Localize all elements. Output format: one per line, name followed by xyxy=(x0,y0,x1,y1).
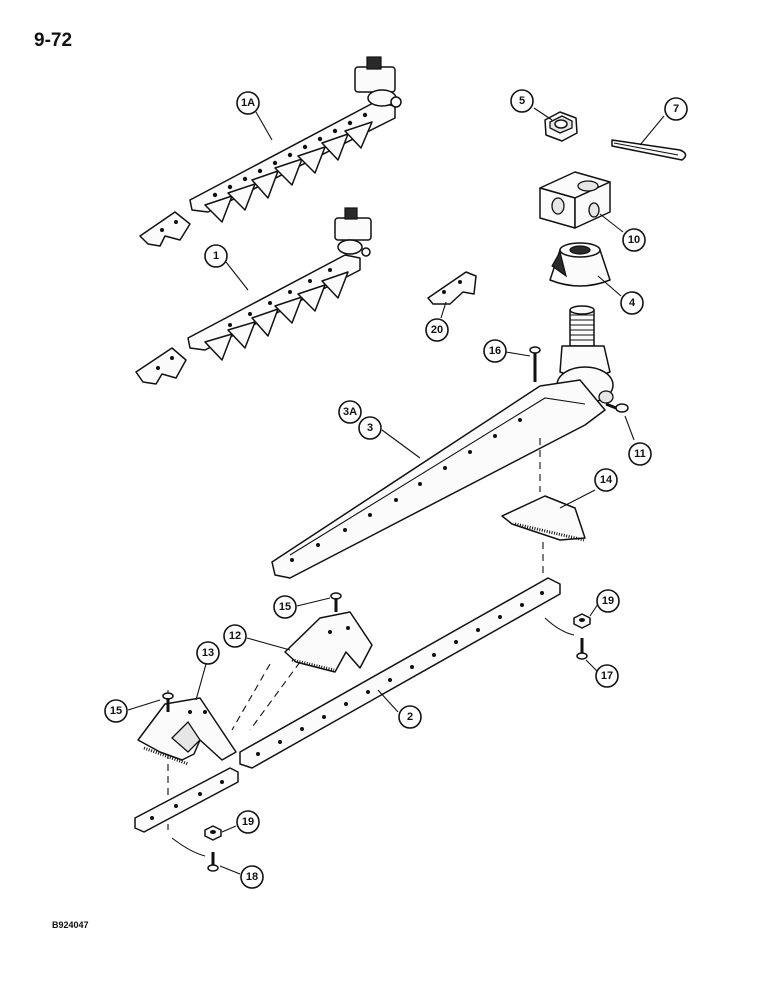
callout-14-label: 14 xyxy=(600,474,613,486)
callout-4: 4 xyxy=(620,291,644,315)
callout-13: 13 xyxy=(196,641,220,665)
bolt-18 xyxy=(207,852,219,872)
plate-20 xyxy=(427,271,477,305)
nut-19-left xyxy=(204,825,222,841)
callout-19-right: 19 xyxy=(596,589,620,613)
bolt-15-upper xyxy=(330,592,342,612)
callout-20: 20 xyxy=(425,318,449,342)
callout-3a-label: 3A xyxy=(343,406,357,418)
callout-12: 12 xyxy=(223,624,247,648)
callout-7: 7 xyxy=(664,97,688,121)
pitman-arm-3 xyxy=(271,305,629,579)
callout-1a: 1A xyxy=(236,91,260,115)
callout-3: 3 xyxy=(358,416,382,440)
callout-12-label: 12 xyxy=(229,630,241,642)
bolt-15-lower xyxy=(162,692,174,712)
bolt-17 xyxy=(576,638,588,660)
callout-19-left: 19 xyxy=(236,810,260,834)
callout-10-label: 10 xyxy=(628,234,640,246)
callout-15-upper-label: 15 xyxy=(279,601,291,613)
drawing-code: B924047 xyxy=(52,920,89,930)
callout-2: 2 xyxy=(398,705,422,729)
callout-19-right-label: 19 xyxy=(602,595,614,607)
callout-18: 18 xyxy=(240,865,264,889)
callout-1a-label: 1A xyxy=(241,97,255,109)
callout-17: 17 xyxy=(595,664,619,688)
short-bar xyxy=(134,767,239,833)
callout-17-label: 17 xyxy=(601,670,613,682)
callout-3a: 3A xyxy=(338,400,362,424)
callout-16-label: 16 xyxy=(489,345,501,357)
callout-11: 11 xyxy=(628,442,652,466)
callout-14: 14 xyxy=(594,468,618,492)
callout-15-upper: 15 xyxy=(273,595,297,619)
callout-20-label: 20 xyxy=(431,324,443,336)
callout-15-lower: 15 xyxy=(104,699,128,723)
castle-nut-5 xyxy=(544,111,578,142)
bar-2 xyxy=(239,577,561,769)
nut-19-right xyxy=(573,613,591,629)
callout-2-label: 2 xyxy=(407,711,413,723)
callout-11-label: 11 xyxy=(634,448,646,460)
guard-plate-14 xyxy=(501,495,586,542)
cone-4 xyxy=(549,242,611,287)
callout-4-label: 4 xyxy=(629,297,636,309)
cotter-pin-7 xyxy=(611,139,687,161)
callout-18-label: 18 xyxy=(246,871,258,883)
callout-1: 1 xyxy=(204,244,228,268)
page-number: 9-72 xyxy=(34,30,73,51)
guard-plate-12 xyxy=(284,611,373,673)
callout-5: 5 xyxy=(510,89,534,113)
callout-16: 16 xyxy=(483,339,507,363)
guard-plate-13 xyxy=(137,697,237,766)
callout-13-label: 13 xyxy=(202,647,214,659)
knife-assembly-1a xyxy=(139,56,402,247)
callout-15-lower-label: 15 xyxy=(110,705,122,717)
callout-3-label: 3 xyxy=(367,422,373,434)
knife-assembly-1 xyxy=(135,207,372,385)
callout-5-label: 5 xyxy=(519,95,525,107)
callout-1-label: 1 xyxy=(213,250,219,262)
callout-10: 10 xyxy=(622,228,646,252)
callout-19-left-label: 19 xyxy=(242,816,254,828)
leader-lines xyxy=(127,107,665,875)
block-10 xyxy=(539,171,611,229)
callout-7-label: 7 xyxy=(673,103,679,115)
